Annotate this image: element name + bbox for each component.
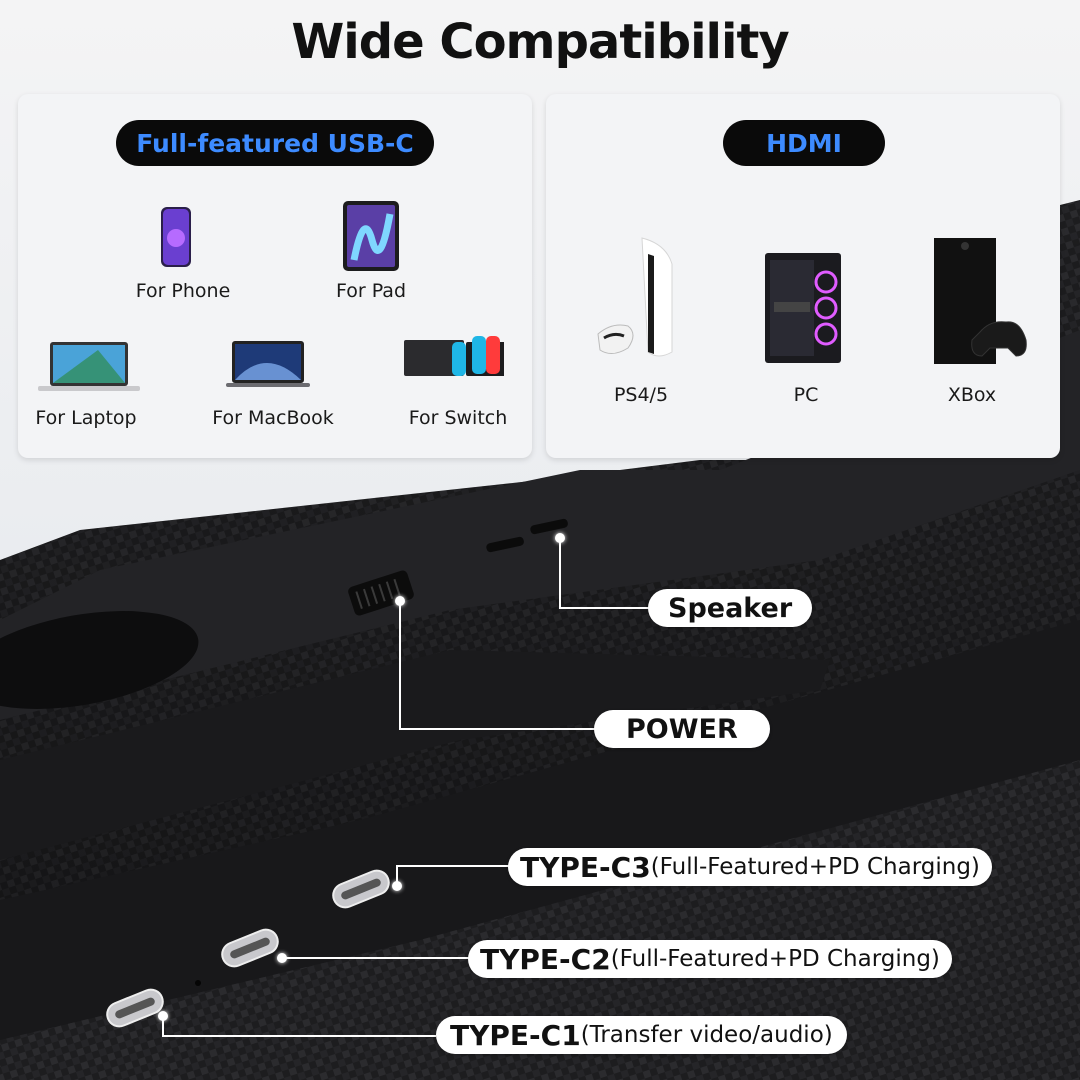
gaming-pc-icon <box>765 253 841 363</box>
type-c2-callout-dot <box>277 953 287 963</box>
power-label: POWER <box>626 713 738 745</box>
speaker-callout-dot <box>555 533 565 543</box>
xbox-label: XBox <box>947 384 997 406</box>
hdmi-badge: HDMI <box>723 120 885 166</box>
type-c3-name: TYPE-C3 <box>520 850 651 884</box>
type-c3-callout: TYPE-C3(Full-Featured+PD Charging) <box>508 848 992 886</box>
usb-c-badge: Full-featured USB-C <box>116 120 434 166</box>
ps-label: PS4/5 <box>613 384 669 406</box>
type-c1-name: TYPE-C1 <box>450 1018 581 1052</box>
phone-label: For Phone <box>135 280 231 302</box>
phone-icon <box>161 207 191 267</box>
pc-label: PC <box>793 384 819 406</box>
speaker-label: Speaker <box>668 592 793 624</box>
macbook-label: For MacBook <box>212 407 334 429</box>
switch-console-icon <box>404 336 504 376</box>
type-c3-description: (Full-Featured+PD Charging) <box>650 854 980 880</box>
type-c1-description: (Transfer video/audio) <box>580 1022 833 1048</box>
hdmi-compatibility-card: HDMI PS4/5 PC XBox <box>546 94 1060 458</box>
macbook-icon <box>226 341 310 387</box>
tablet-label: For Pad <box>335 280 407 302</box>
laptop-icon <box>38 342 140 391</box>
page-title: Wide Compatibility <box>291 14 789 70</box>
type-c2-description: (Full-Featured+PD Charging) <box>610 946 940 972</box>
type-c2-name: TYPE-C2 <box>480 942 611 976</box>
xbox-icon <box>934 238 1027 364</box>
playstation-icon <box>597 237 673 357</box>
usb-c-compatibility-card: Full-featured USB-C For Phone For Pad Fo… <box>18 94 532 458</box>
type-c2-callout: TYPE-C2(Full-Featured+PD Charging) <box>468 940 952 978</box>
tablet-icon <box>343 201 399 271</box>
type-c1-callout: TYPE-C1(Transfer video/audio) <box>436 1016 847 1054</box>
switch-label: For Switch <box>408 407 508 429</box>
laptop-label: For Laptop <box>35 407 137 429</box>
speaker-callout: Speaker <box>648 589 813 627</box>
power-callout-dot <box>395 596 405 606</box>
power-callout: POWER <box>594 710 770 748</box>
type-c1-callout-dot <box>158 1011 168 1021</box>
type-c3-callout-dot <box>392 881 402 891</box>
